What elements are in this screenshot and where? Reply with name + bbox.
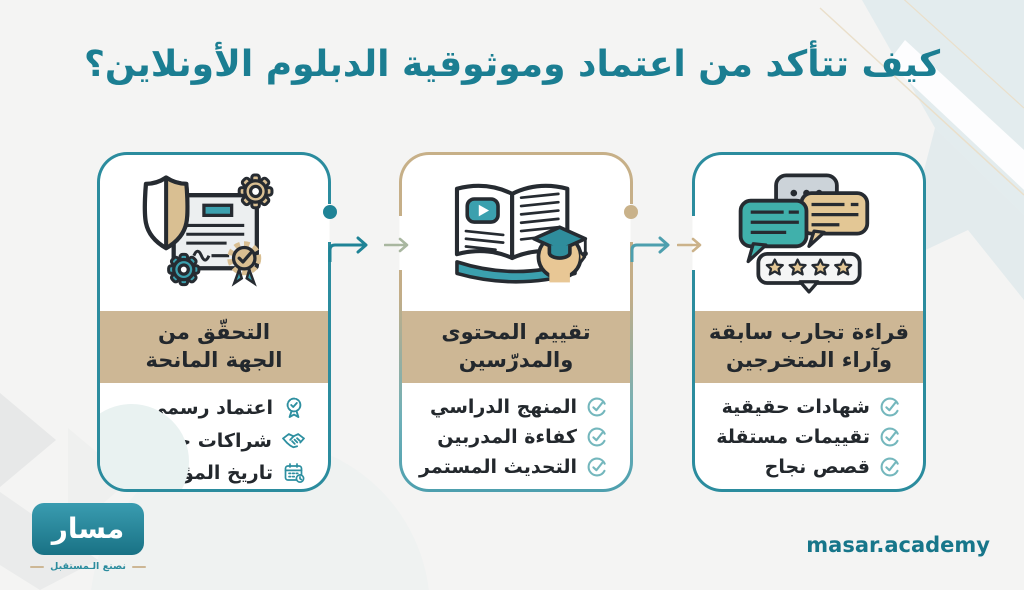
website-url: masar.academy <box>806 533 990 557</box>
handshake-icon <box>281 428 306 453</box>
card-evaluate-content: تقييم المحتوى والمدرّسين المنهج الدراسي <box>399 152 633 492</box>
card-item: شهادات حقيقية <box>703 396 901 418</box>
check-circle-icon <box>879 396 901 418</box>
card-title-band: تقييم المحتوى والمدرّسين <box>402 311 630 383</box>
card-item: التحديث المستمر <box>410 456 608 478</box>
card-verify-issuer: التحقّق من الجهة المانحة اعتماد رسمي <box>97 152 331 492</box>
tagline-dash <box>30 565 45 568</box>
arrow-step2-icon <box>630 236 670 262</box>
page-title: كيف تتأكد من اعتماد وموثوقية الدبلوم الأ… <box>83 44 941 85</box>
card-item: تقييمات مستقلة <box>703 426 901 448</box>
tagline-text: نصنع الـمستقبل <box>50 561 126 572</box>
masar-logo-emblem: مسار <box>32 503 144 555</box>
tagline-dash <box>131 565 146 568</box>
card-title-band: التحقّق من الجهة المانحة <box>100 311 328 383</box>
connector-dot-tan <box>624 205 638 219</box>
chat-reviews-icon <box>695 155 923 311</box>
item-label: كفاءة المدربين <box>437 426 577 448</box>
item-label: المنهج الدراسي <box>430 396 577 418</box>
medal-icon <box>282 396 306 420</box>
card-title-line: تقييم المحتوى <box>441 320 591 345</box>
border-gap <box>625 204 635 242</box>
card-title-line: والمدرّسين <box>458 348 574 372</box>
border-gap <box>395 216 405 270</box>
card-title-line: قراءة تجارب سابقة <box>708 320 910 345</box>
card-title-band: قراءة تجارب سابقة وآراء المتخرجين <box>695 311 923 383</box>
check-circle-icon <box>586 396 608 418</box>
card-item: المنهج الدراسي <box>410 396 608 418</box>
card-item: كفاءة المدربين <box>410 426 608 448</box>
item-label: شهادات حقيقية <box>721 396 870 418</box>
arrow-step2b-icon <box>677 237 702 253</box>
book-video-icon <box>402 155 630 311</box>
border-gap <box>324 204 334 242</box>
card-read-reviews: قراءة تجارب سابقة وآراء المتخرجين شهادات… <box>692 152 926 492</box>
connector-dot-teal <box>323 205 337 219</box>
check-circle-icon <box>879 456 901 478</box>
item-label: تقييمات مستقلة <box>716 426 870 448</box>
card-item: قصص نجاح <box>703 456 901 478</box>
arrow-step1b-icon <box>384 237 409 253</box>
card-title-line: وآراء المتخرجين <box>725 348 893 372</box>
arrow-step1-icon <box>328 236 368 262</box>
check-circle-icon <box>879 426 901 448</box>
border-gap <box>688 216 698 270</box>
calendar-icon <box>282 461 306 485</box>
check-circle-icon <box>586 456 608 478</box>
item-label: اعتماد رسمي <box>147 397 273 419</box>
card-title-line: الجهة المانحة <box>145 348 283 372</box>
certificate-shield-icon <box>100 155 328 311</box>
check-circle-icon <box>586 426 608 448</box>
card-item: اعتماد رسمي <box>108 396 306 420</box>
item-label: التحديث المستمر <box>419 456 577 478</box>
card-title-line: التحقّق من <box>157 320 271 345</box>
masar-logo: مسار نصنع الـمستقبل <box>30 503 146 572</box>
item-label: قصص نجاح <box>764 456 870 478</box>
masar-logo-tagline: نصنع الـمستقبل <box>30 561 146 572</box>
